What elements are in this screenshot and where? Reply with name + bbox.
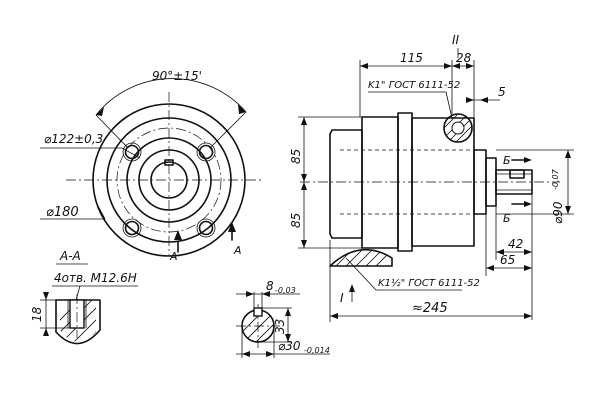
- arrow: [466, 63, 474, 69]
- dim-65: 65: [500, 253, 515, 267]
- arrow: [330, 313, 338, 319]
- section-b-bottom: Б: [503, 212, 511, 225]
- arrow: [565, 206, 571, 214]
- bore-circle: [138, 149, 200, 211]
- arrow: [43, 328, 49, 336]
- flange-outer-circle: [92, 103, 246, 257]
- arrow: [285, 334, 291, 342]
- pilot-circle: [126, 137, 212, 223]
- shaft-diameter-label: ⌀30: [278, 339, 301, 353]
- arrow: [349, 284, 355, 292]
- arrow: [246, 291, 254, 297]
- view-mark-left: I: [340, 291, 344, 305]
- arrow: [301, 240, 307, 248]
- overall-dimension-label: ≈245: [412, 301, 448, 316]
- dim-115: 115: [400, 51, 423, 65]
- depth-dimension-label: 18: [30, 306, 44, 322]
- section-arrow: [524, 201, 532, 207]
- bolt-hole-thread: [196, 142, 216, 162]
- port-bottom-label: K1½" ГОСТ 6111-52: [378, 277, 480, 289]
- section-title: A-A: [59, 249, 81, 263]
- port-top-bore: [451, 121, 465, 135]
- dim-42: 42: [508, 237, 523, 251]
- arrow: [565, 150, 571, 158]
- section-letter-right: A: [233, 244, 242, 257]
- holes-note-leader: [75, 285, 81, 301]
- shaft-diameter-tolerance: -0,014: [304, 346, 330, 355]
- arrow: [444, 63, 452, 69]
- arrow: [43, 292, 49, 300]
- key-slot: [164, 159, 174, 166]
- bolt-hole: [198, 144, 214, 160]
- housing-right: [411, 117, 475, 247]
- arrow: [285, 308, 291, 316]
- dia-90-tolerance: -0,07: [551, 168, 560, 190]
- boss-outline: [55, 299, 101, 345]
- holes-note: 4отв. M12.6H: [54, 271, 137, 285]
- arrow: [524, 313, 532, 319]
- arrow: [238, 104, 246, 114]
- arrow: [466, 97, 474, 103]
- section-letter-left: A: [169, 250, 178, 263]
- arrow: [452, 63, 460, 69]
- side-view: 115 28 II K1" ГОСТ 6111-52 5 85 85 Б Б: [289, 33, 574, 322]
- section-b-top: Б: [503, 154, 511, 167]
- arrow: [301, 117, 307, 125]
- arrow: [262, 291, 270, 297]
- flange-inner-circle: [106, 117, 232, 243]
- shaft-circle: [150, 161, 188, 199]
- port-bottom-outline: [329, 248, 393, 267]
- key-width-label: 8: [266, 279, 274, 293]
- bolt-circle: [116, 127, 222, 233]
- front-view: 90°±15' ⌀122±0,3 ⌀180 A A: [40, 69, 262, 263]
- bolt-hole-thread: [122, 218, 142, 238]
- dim-28: 28: [456, 51, 472, 65]
- angle-extension-line: [95, 114, 129, 149]
- section-arrow: [524, 157, 532, 163]
- dim-85-top: 85: [289, 149, 303, 164]
- arrow: [96, 107, 104, 116]
- bolt-holes: [122, 142, 216, 238]
- outer-diameter-label: ⌀180: [46, 205, 79, 220]
- section-aa: A-A 4отв. M12.6H 18: [30, 249, 138, 345]
- angle-dimension-label: 90°±15': [152, 69, 202, 83]
- dim-5: 5: [498, 85, 506, 99]
- section-arrow: [174, 230, 182, 240]
- outer-diameter-leader: [97, 205, 106, 220]
- angle-dimension-arc: [95, 78, 247, 116]
- dim-85-bottom: 85: [289, 213, 303, 228]
- height-dimension-label: 33: [273, 319, 287, 334]
- section-arrow: [228, 222, 236, 232]
- housing-left: [361, 116, 399, 249]
- port-top-leader: [445, 91, 453, 119]
- arrow: [496, 249, 504, 255]
- arrow: [524, 265, 532, 271]
- arrow: [301, 174, 307, 182]
- arrow: [486, 265, 494, 271]
- bolt-hole: [198, 220, 214, 236]
- shaft-section: 8 -0,03 33 ⌀30 -0,014: [236, 279, 330, 358]
- bolt-hole: [124, 220, 140, 236]
- bolt-circle-dimension-label: ⌀122±0,3: [44, 132, 103, 146]
- port-bottom-leader: [345, 257, 377, 291]
- arrow: [360, 63, 368, 69]
- bolt-circle-leader: [121, 147, 141, 159]
- bolt-hole-thread: [122, 142, 142, 162]
- angle-extension-line: [209, 111, 247, 149]
- bolt-hole-thread: [196, 218, 216, 238]
- end-cover: [329, 129, 363, 239]
- shaft-keyway: [253, 307, 263, 317]
- port-top-label: K1" ГОСТ 6111-52: [368, 80, 460, 91]
- arrow: [242, 351, 250, 357]
- dia-90-label: ⌀90: [551, 201, 565, 224]
- arrow: [480, 97, 488, 103]
- view-mark-top: II: [452, 33, 460, 47]
- key-width-tolerance: -0,03: [275, 286, 296, 295]
- bolt-hole: [124, 144, 140, 160]
- arrow: [301, 182, 307, 190]
- arrow: [524, 249, 532, 255]
- arrow: [266, 351, 274, 357]
